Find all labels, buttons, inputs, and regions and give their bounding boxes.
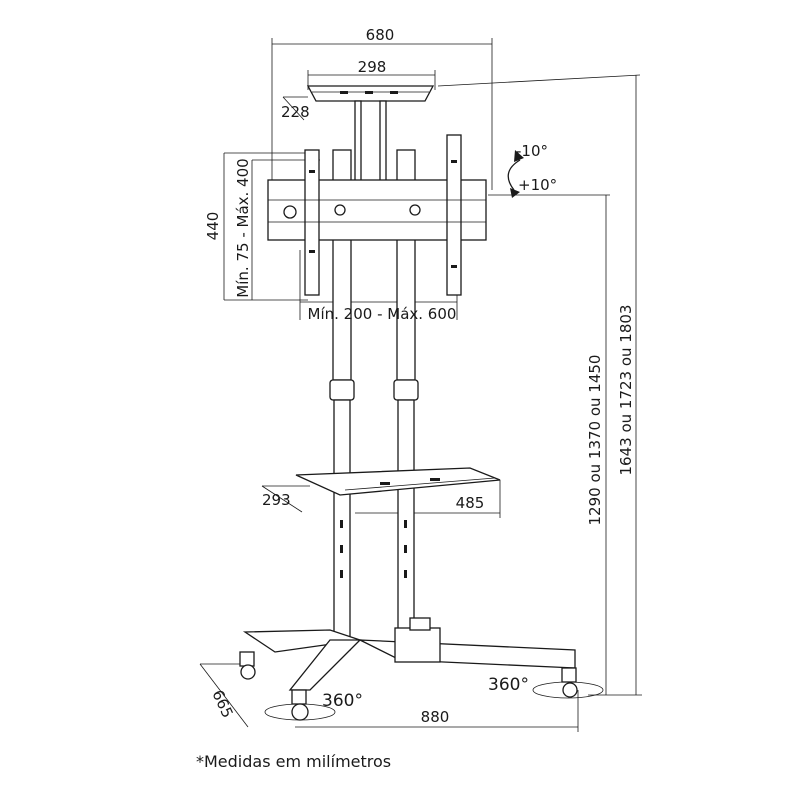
dim-vesa-horizontal: Mín. 200 - Máx. 600 (308, 305, 457, 323)
caster-front (264, 689, 336, 721)
footnote: *Medidas em milímetros (196, 752, 392, 771)
dim-top-width: 680 (366, 26, 395, 44)
middle-shelf (295, 467, 501, 496)
dim-top-shelf-width: 298 (358, 58, 387, 76)
dim-tilt-up: -10° (516, 142, 548, 160)
dim-shelf-width: 485 (456, 494, 485, 512)
dim-height-440: 440 (204, 212, 222, 241)
dim-height-options-a: 1290 ou 1370 ou 1450 (586, 355, 604, 526)
tilt-arc (507, 150, 524, 198)
dim-top-shelf-depth: 228 (281, 103, 310, 121)
dim-base-width: 880 (421, 708, 450, 726)
caster-left-back (239, 651, 256, 680)
top-camera-shelf (306, 85, 435, 192)
dim-rotation-left: 360° (322, 691, 363, 711)
dim-rotation-right: 360° (488, 675, 529, 695)
dim-base-depth: 665 (208, 687, 236, 721)
vesa-bracket (267, 134, 487, 296)
dim-tilt-down: +10° (518, 176, 557, 194)
caster-right (532, 667, 604, 699)
dimension-lines (199, 38, 642, 732)
dim-shelf-depth: 293 (262, 491, 291, 509)
base (239, 617, 604, 721)
dim-height-options-b: 1643 ou 1723 ou 1803 (617, 305, 635, 476)
dim-vesa-vertical: Mín. 75 - Máx. 400 (234, 158, 252, 297)
